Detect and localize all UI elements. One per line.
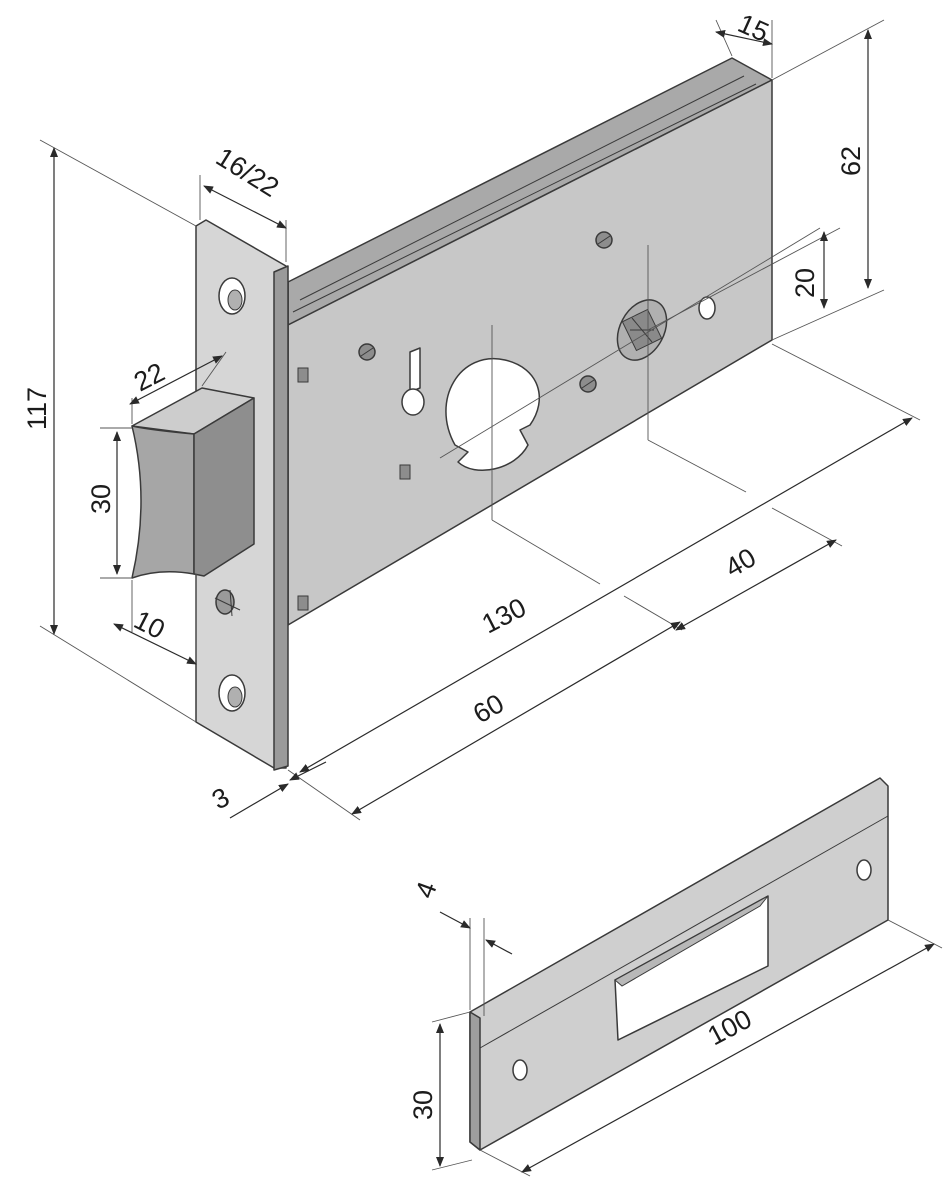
strike-plate <box>469 777 889 1151</box>
latch-front <box>131 425 195 579</box>
spindle-square <box>616 299 668 361</box>
faceplate-side <box>273 265 289 771</box>
dim-label-40: 40 <box>720 542 761 583</box>
dim-label-62: 62 <box>836 146 866 176</box>
dim-label-16-22: 16/22 <box>211 142 284 203</box>
lock-body <box>283 57 821 628</box>
dim-label-117: 117 <box>22 387 52 430</box>
dim-label-22: 22 <box>129 357 169 397</box>
dim-label-4: 4 <box>409 878 442 902</box>
dim-label-30-lock: 30 <box>86 484 116 514</box>
keyhole <box>401 347 425 416</box>
dim-label-3: 3 <box>207 782 234 816</box>
dim-label-30-strike: 30 <box>408 1090 438 1120</box>
dim-label-60: 60 <box>468 688 509 729</box>
screws <box>358 231 716 393</box>
latch-side <box>193 397 255 577</box>
latch-bolt <box>131 387 255 579</box>
dim-label-10: 10 <box>129 605 169 645</box>
dim-label-20: 20 <box>790 268 820 298</box>
dim-label-130: 130 <box>477 592 531 639</box>
dimension-lines <box>39 19 943 1177</box>
dim-label-15: 15 <box>734 8 774 48</box>
strike-edge <box>469 1011 481 1151</box>
